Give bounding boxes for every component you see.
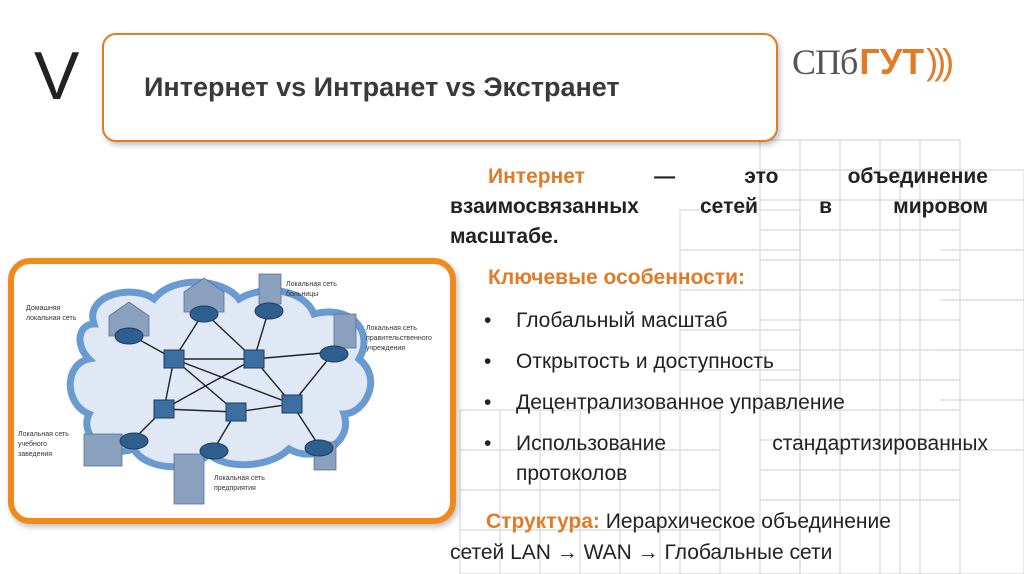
definition-word: сетей <box>700 195 758 218</box>
label-government-line1: Локальная сеть <box>366 325 417 332</box>
logo-text-gut: ГУТ <box>859 41 925 82</box>
structure-line-2: сетей LAN → WAN → Глобальные сети <box>450 541 833 564</box>
logo-text-spb: СПб <box>792 42 858 82</box>
label-enterprise-line1: Локальная сеть <box>214 475 265 482</box>
switch-icon <box>163 349 185 369</box>
university-logo: СПб ГУТ ))) <box>792 38 992 86</box>
feature-item: Децентрализованное управление <box>478 388 988 418</box>
internet-network-diagram: Домашняя локальная сеть Локальная сеть б… <box>8 258 456 524</box>
feature-item: Открытость и доступность <box>478 347 988 377</box>
title-box: Интернет vs Интранет vs Экстранет <box>102 33 778 142</box>
switch-icon <box>243 349 265 369</box>
definition-word: мировом <box>893 195 988 218</box>
router-icon <box>304 439 334 457</box>
definition-word: — <box>654 165 676 188</box>
section-numeral: V <box>34 38 80 114</box>
structure-paragraph: Структура: Иерархическое объединение сет… <box>450 506 988 568</box>
router-icon <box>189 305 219 323</box>
features-heading: Ключевые особенности: <box>488 266 746 289</box>
label-enterprise-line2: предприятия <box>214 485 256 492</box>
label-government-line3: учреждения <box>366 345 405 352</box>
router-icon <box>114 327 144 345</box>
definition-word: взаимосвязанных <box>450 195 639 218</box>
router-icons <box>114 302 349 460</box>
building-icons <box>83 273 357 505</box>
house-building-icon <box>183 277 225 313</box>
label-school-line3: заведения <box>18 451 52 458</box>
switch-icons <box>153 349 303 422</box>
definition-line-1: Интернет — это объединение <box>450 162 988 192</box>
definition-word: это <box>744 165 779 188</box>
internet-definition: Интернет — это объединение взаимосвязанн… <box>450 162 988 252</box>
network-diagram-svg: Домашняя локальная сеть Локальная сеть б… <box>18 273 432 505</box>
label-school-line2: учебного <box>18 440 47 448</box>
label-hospital-line2: больницы <box>286 290 318 298</box>
school-building-icon <box>83 433 123 467</box>
features-list: Глобальный масштаб Открытость и доступно… <box>478 306 988 500</box>
switch-icon <box>281 394 303 414</box>
definition-line-3: масштабе. <box>450 225 559 248</box>
definition-term: Интернет <box>488 165 585 188</box>
logo-waves-icon: ))) <box>926 41 954 82</box>
definition-word: объединение <box>847 165 988 188</box>
enterprise-building-icon <box>173 453 205 505</box>
structure-line-1: Структура: Иерархическое объединение <box>486 510 891 533</box>
label-home-line2: локальная сеть <box>26 315 77 322</box>
label-government-line2: правительственного <box>366 335 432 342</box>
router-icon <box>254 302 284 320</box>
feature-item: Глобальный масштаб <box>478 306 988 336</box>
structure-label: Структура: <box>486 510 600 533</box>
government-building-icon <box>333 313 357 349</box>
label-school-line1: Локальная сеть <box>18 431 69 438</box>
feature-item: Использование стандартизированных проток… <box>478 429 988 489</box>
home-building-icon <box>108 301 150 337</box>
label-hospital-line1: Локальная сеть <box>286 281 337 288</box>
definition-line-2: взаимосвязанных сетей в мировом <box>450 192 988 222</box>
hospital-building-icon <box>258 273 282 305</box>
router-icon <box>119 432 149 450</box>
slide-title: Интернет vs Интранет vs Экстранет <box>144 72 620 102</box>
switch-icon <box>153 399 175 419</box>
router-icon <box>199 442 229 460</box>
definition-word: в <box>819 195 833 218</box>
label-home-line1: Домашняя <box>26 305 61 312</box>
switch-icon <box>225 402 247 422</box>
router-icon <box>319 345 349 363</box>
